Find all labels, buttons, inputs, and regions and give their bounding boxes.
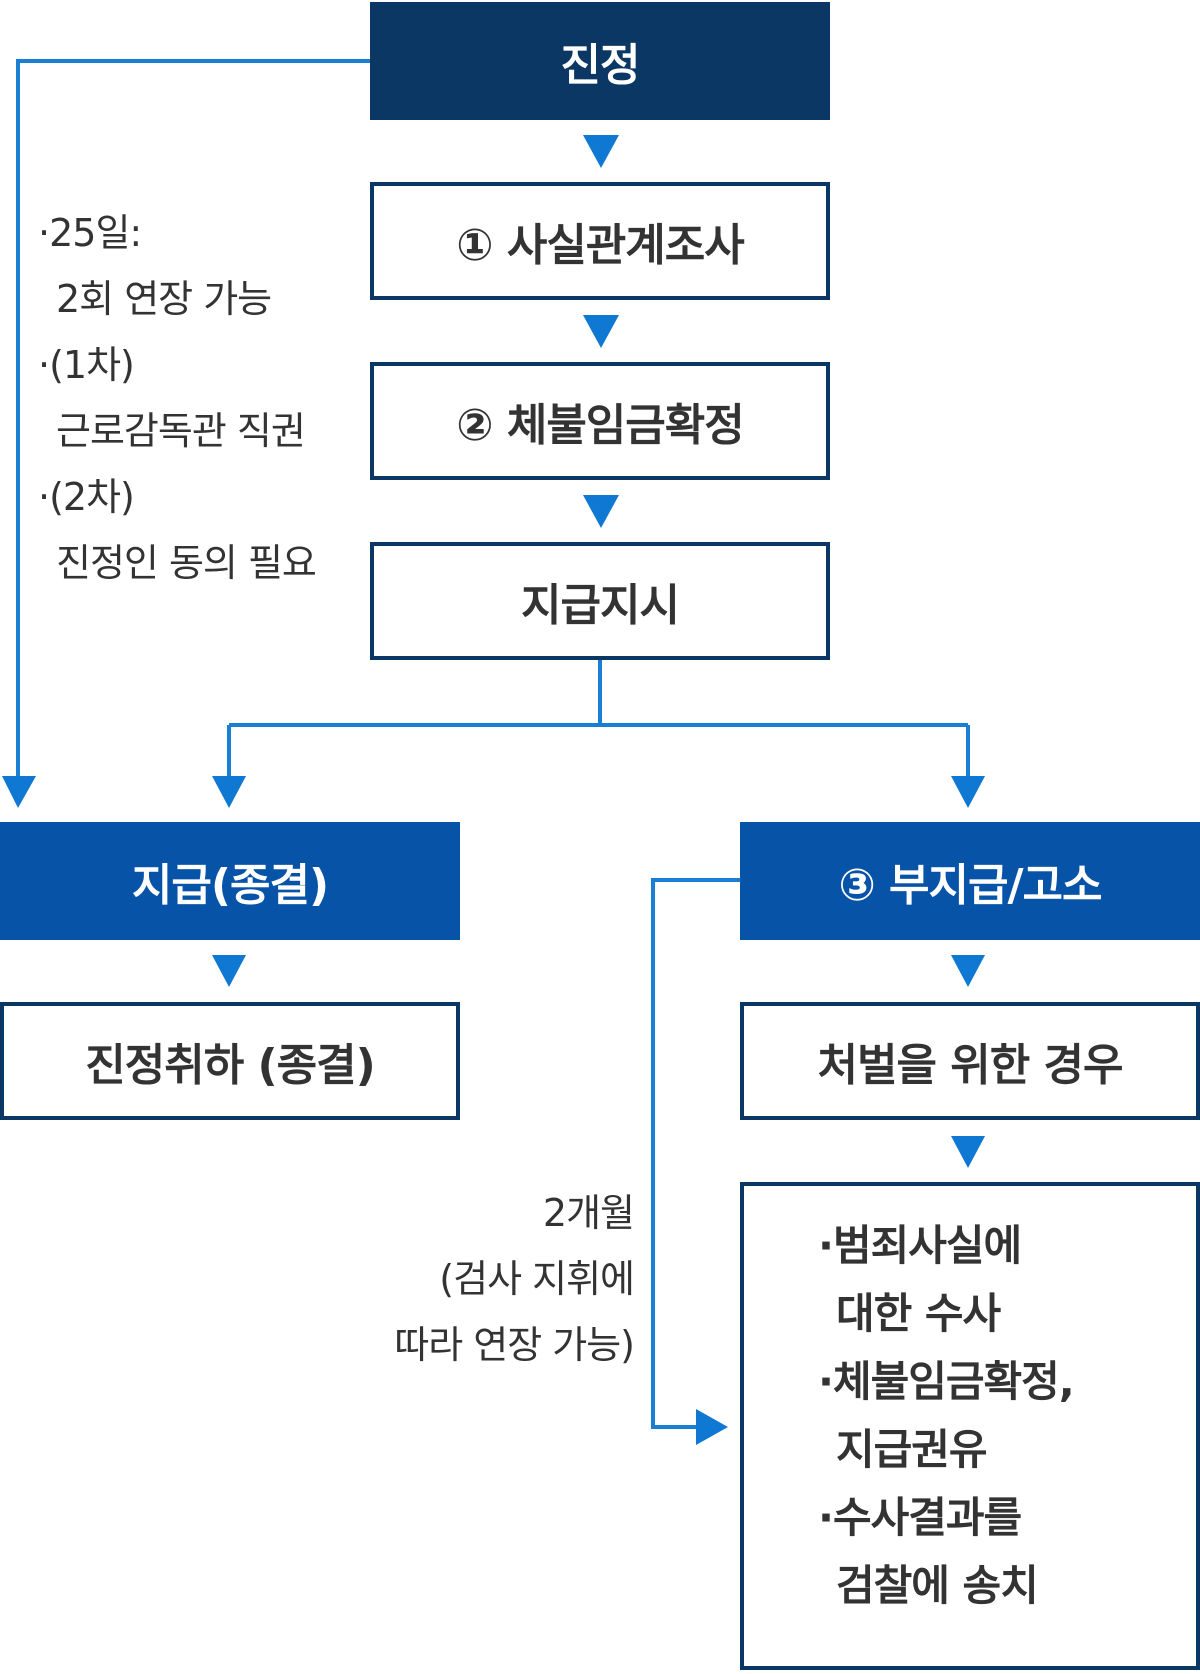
two-month-note: 2개월 (검사 지휘에 따라 연장 가능): [300, 1180, 635, 1378]
for-punishment-box: 처벌을 위한 경우: [740, 1002, 1200, 1120]
note-line: ·25일:: [38, 211, 142, 255]
withdraw-closed-box: 진정취하 (종결): [0, 1002, 460, 1120]
withdraw-closed-label: 진정취하 (종결): [85, 1040, 375, 1091]
arrow-down-icon: [951, 1136, 985, 1168]
fact-check-box: ① 사실관계조사: [370, 182, 830, 300]
unpaid-complaint-label: ③ 부지급/고소: [838, 860, 1102, 911]
arrow-down-icon: [212, 955, 246, 987]
note-line: 진정인 동의 필요: [56, 541, 317, 585]
order-to-split-connector: [227, 660, 970, 790]
complaint-to-final-connector: [651, 878, 740, 1429]
paid-closed-box: 지급(종결): [0, 822, 460, 940]
list-item: 검찰에 송치: [836, 1561, 1039, 1610]
note-line: 2개월: [542, 1191, 635, 1235]
note-line: 근로감독관 직권: [56, 409, 306, 453]
unpaid-complaint-box: ③ 부지급/고소: [740, 822, 1200, 940]
note-line: 따라 연장 가능): [394, 1323, 635, 1367]
paid-closed-label: 지급(종결): [131, 860, 329, 911]
arrow-down-icon: [2, 776, 36, 808]
arrow-down-icon: [583, 495, 619, 528]
arrow-right-icon: [696, 1409, 728, 1445]
wage-confirm-box: ② 체불임금확정: [370, 362, 830, 480]
list-item: ·수사결과를: [818, 1493, 1022, 1542]
list-item: 지급권유: [836, 1425, 988, 1474]
arrow-down-icon: [583, 315, 619, 348]
petition-label: 진정: [560, 40, 641, 91]
arrow-down-icon: [951, 955, 985, 987]
list-item: ·체불임금확정,: [818, 1357, 1075, 1406]
note-line: (검사 지휘에: [439, 1257, 635, 1301]
investigation-box: [740, 1182, 1200, 1670]
for-punishment-label: 처벌을 위한 경우: [817, 1040, 1124, 1091]
petition-box: 진정: [370, 2, 830, 120]
petition-to-paid-connector: [16, 59, 370, 790]
arrow-down-icon: [951, 776, 985, 808]
list-item: 대한 수사: [836, 1289, 1001, 1338]
arrow-down-icon: [583, 135, 619, 168]
payment-order-box: 지급지시: [370, 542, 830, 660]
duration-extension-note: ·25일: 2회 연장 가능 ·(1차) 근로감독관 직권 ·(2차) 진정인 …: [38, 200, 317, 596]
list-item: ·범죄사실에: [818, 1221, 1022, 1270]
arrow-down-icon: [212, 776, 246, 808]
payment-order-label: 지급지시: [521, 580, 680, 631]
investigation-list: ·범죄사실에 대한 수사 ·체불임금확정, 지급권유 ·수사결과를 검찰에 송치: [818, 1212, 1075, 1620]
note-line: ·(2차): [38, 475, 135, 519]
fact-check-label: ① 사실관계조사: [456, 220, 744, 271]
note-line: 2회 연장 가능: [56, 277, 272, 321]
note-line: ·(1차): [38, 343, 135, 387]
wage-confirm-label: ② 체불임금확정: [456, 400, 744, 451]
